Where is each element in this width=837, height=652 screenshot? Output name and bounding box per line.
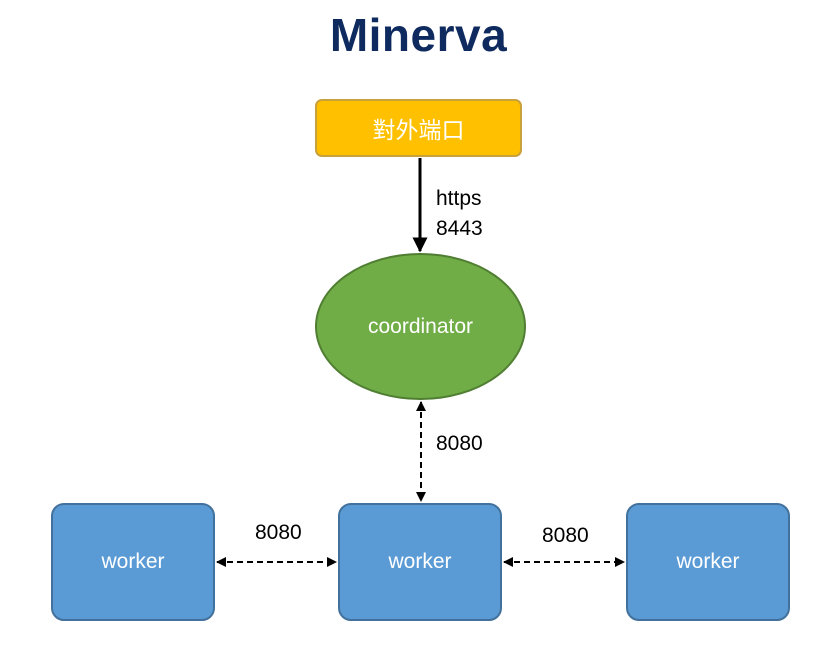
worker-label: worker <box>676 550 740 573</box>
edge-label-center-right: 8080 <box>542 524 589 547</box>
edge-label-protocol: https <box>436 187 482 210</box>
worker-label: worker <box>101 550 165 573</box>
worker-node-left: worker <box>51 503 215 621</box>
worker-node-center: worker <box>338 503 502 621</box>
external-port-label: 對外端口 <box>372 118 465 144</box>
worker-label: worker <box>388 550 452 573</box>
diagram-title: Minerva <box>329 9 508 61</box>
edge-label-coordinator-worker: 8080 <box>436 432 483 455</box>
worker-node-right: worker <box>626 503 790 621</box>
coordinator-node: coordinator <box>315 253 526 400</box>
edge-label-https: https 8443 <box>436 184 483 244</box>
coordinator-label: coordinator <box>367 314 474 338</box>
external-port-node: 對外端口 <box>315 99 522 157</box>
edge-label-left-center: 8080 <box>255 521 302 544</box>
edge-label-port-8443: 8443 <box>436 217 483 240</box>
